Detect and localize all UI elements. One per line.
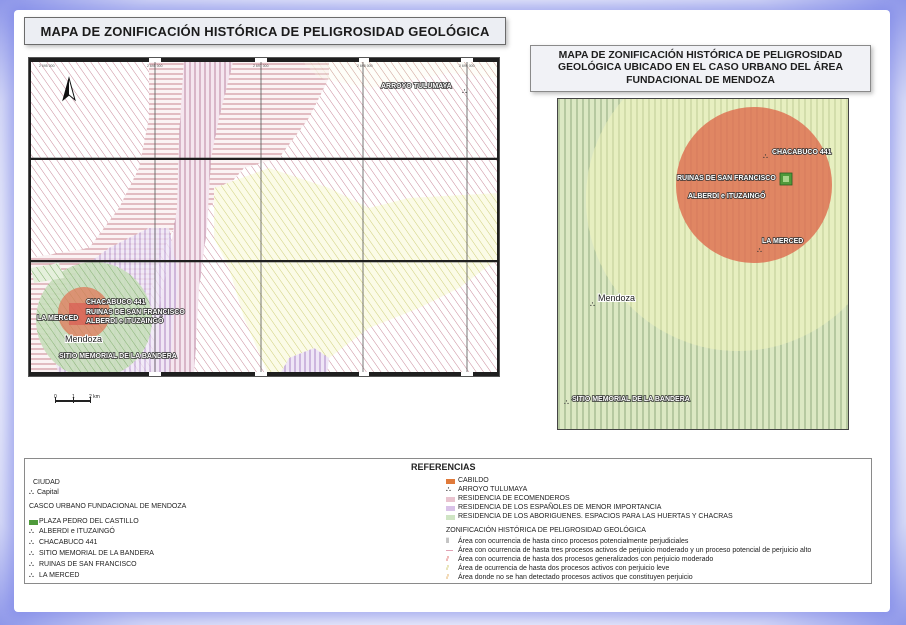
inset-title-line-2: GEOLÓGICA UBICADO EN EL CASO URBANO DEL … — [558, 62, 843, 74]
inset-map[interactable]: ⛬ CHACABUCO 441 RUINAS DE SAN FRANCISCO … — [557, 98, 849, 430]
inset-label-bandera: SITIO MEMORIAL DE LA BANDERA — [572, 396, 690, 403]
north-arrow-icon — [62, 76, 76, 102]
legend-zonif-item: Área donde no se han detectado procesos … — [458, 574, 693, 581]
legend-zonif-item: Área con ocurrencia de hasta cinco proce… — [458, 538, 689, 545]
inset-label-alberdi: ALBERDI e ITUZAINGÓ — [688, 191, 766, 200]
inset-label-ruinas: RUINAS DE SAN FRANCISCO — [677, 175, 776, 182]
legend-zonif-header: ZONIFICACIÓN HISTÓRICA DE PELIGROSIDAD G… — [446, 527, 646, 534]
legend-upper-item: RESIDENCIA DE ECOMENDEROS — [458, 495, 570, 502]
legend-panel: REFERENCIAS CIUDAD ⛬ Capital CASCO URBAN… — [24, 458, 872, 584]
inset-title-line-3: FUNDACIONAL DE MENDOZA — [626, 74, 775, 86]
legend-title: REFERENCIAS — [411, 462, 476, 472]
capital-icon: ⛬ — [29, 489, 34, 496]
zonif-swatch-icon: ⫽ — [446, 574, 450, 581]
svg-text:2 695 000: 2 695 000 — [39, 64, 55, 68]
chacabuco-pin-icon: ⛬ — [763, 153, 768, 160]
main-title: MAPA DE ZONIFICACIÓN HISTÓRICA DE PELIGR… — [40, 23, 490, 39]
espanoles-swatch — [446, 506, 455, 511]
inset-label-mendoza-wrap: Mendoza — [597, 292, 636, 304]
main-label-bandera: SITIO MEMORIAL DE LA BANDERA — [59, 353, 177, 360]
main-label-chacabuco-wrap: CHACABUCO 441 — [85, 298, 146, 307]
main-label-alberdi-wrap: ALBERDI e ITUZAINGÓ — [85, 315, 165, 326]
pin-icon: ⛬ — [29, 561, 34, 568]
legend-ciudad-header: CIUDAD — [33, 479, 60, 486]
mendoza-capital-icon: ⛬ — [590, 301, 595, 308]
legend-zonif-item: Área con ocurrencia de hasta dos proceso… — [458, 556, 714, 563]
main-label-mendoza: Mendoza — [65, 334, 102, 344]
legend-upper-item: RESIDENCIA DE LOS ABORIGUENES. ESPACIOS … — [458, 513, 733, 520]
inset-label-chacabuco: CHACABUCO 441 — [772, 149, 832, 156]
scale-tick — [55, 397, 56, 403]
legend-casco-item: SITIO MEMORIAL DE LA BANDERA — [39, 550, 154, 557]
legend-upper-item: CABILDO — [458, 477, 489, 484]
scale-tick — [90, 397, 91, 403]
scale-bar: 0 1 2 km — [54, 394, 115, 410]
legend-upper-item: ARROYO TULUMAYA — [458, 486, 528, 493]
main-title-box: MAPA DE ZONIFICACIÓN HISTÓRICA DE PELIGR… — [24, 17, 506, 45]
legend-zonif-item: Área de ocurrencia de hasta dos procesos… — [458, 565, 670, 572]
main-label-mendoza-wrap: Mendoza — [64, 333, 103, 345]
legend-upper-item: RESIDENCIA DE LOS ESPAÑOLES DE MENOR IMP… — [458, 504, 662, 511]
scale-label-2: 2 km — [89, 394, 100, 400]
inset-title-line-1: MAPA DE ZONIFICACIÓN HISTÓRICA DE PELIGR… — [558, 49, 843, 61]
zonif-swatch-icon: — — [446, 547, 453, 554]
main-label-bandera-wrap: SITIO MEMORIAL DE LA BANDERA — [58, 352, 177, 361]
pin-icon: ⛬ — [29, 572, 34, 579]
svg-text:2 697 000: 2 697 000 — [253, 64, 269, 68]
zonif-swatch-icon: ⫽ — [446, 565, 450, 572]
cabildo-swatch — [446, 479, 455, 484]
zonif-swatch-icon: ⫽ — [446, 556, 450, 563]
main-label-merced-wrap: LA MERCED — [36, 314, 79, 323]
legend-capital: Capital — [37, 489, 59, 496]
legend-zonif-item: Área con ocurrencia de hasta tres proces… — [458, 547, 812, 554]
legend-casco-item: LA MERCED — [39, 572, 80, 579]
pin-icon: ⛬ — [29, 539, 34, 546]
main-label-merced: LA MERCED — [37, 315, 78, 322]
inset-label-merced-wrap: LA MERCED — [761, 237, 804, 246]
scale-label-1: 1 — [72, 394, 75, 400]
inset-title-box: MAPA DE ZONIFICACIÓN HISTÓRICA DE PELIGR… — [530, 45, 871, 92]
svg-text:2 695 000: 2 695 000 — [147, 64, 163, 68]
merced-pin-icon: ⛬ — [757, 247, 762, 254]
main-map-canvas: 2 695 000 2 695 000 2 697 000 2 698 000 … — [29, 58, 499, 376]
main-label-chacabuco: CHACABUCO 441 — [86, 299, 146, 306]
legend-casco-item: PLAZA PEDRO DEL CASTILLO — [39, 518, 139, 525]
aborigenes-swatch — [446, 515, 455, 520]
zonif-swatch-icon: ⦀ — [446, 538, 450, 545]
arroyo-icon: ⛬ — [446, 486, 451, 493]
legend-casco-item: CHACABUCO 441 — [39, 539, 98, 546]
main-label-ruinas-wrap: RUINAS DE SAN FRANCISCO — [85, 308, 186, 317]
main-label-arroyo-wrap: ARROYO TULUMAYA — [380, 82, 452, 91]
main-map[interactable]: 2 695 000 2 695 000 2 697 000 2 698 000 … — [28, 57, 500, 377]
pin-icon: ⛬ — [29, 528, 34, 535]
main-label-arroyo: ARROYO TULUMAYA — [381, 83, 452, 90]
bandera-pin-icon: ⛬ — [564, 399, 569, 406]
inset-label-merced: LA MERCED — [762, 238, 803, 245]
ecomenderos-swatch — [446, 497, 455, 502]
main-label-alberdi: ALBERDI e ITUZAINGÓ — [86, 316, 164, 325]
inset-map-canvas — [558, 99, 848, 429]
svg-text:2 698 000: 2 698 000 — [357, 64, 373, 68]
inset-label-mendoza: Mendoza — [598, 293, 635, 303]
legend-casco-item: RUINAS DE SAN FRANCISCO — [39, 561, 137, 568]
inset-label-ruinas-wrap: RUINAS DE SAN FRANCISCO — [676, 174, 777, 183]
svg-text:2 699 000: 2 699 000 — [459, 64, 475, 68]
inset-label-alberdi-wrap: ALBERDI e ITUZAINGÓ — [687, 190, 767, 201]
arroyo-pin-icon: ⛬ — [462, 88, 467, 95]
plaza-swatch-icon — [29, 520, 38, 525]
legend-casco-header: CASCO URBANO FUNDACIONAL DE MENDOZA — [29, 503, 187, 510]
inset-label-chacabuco-wrap: CHACABUCO 441 — [771, 148, 832, 157]
main-label-ruinas: RUINAS DE SAN FRANCISCO — [86, 309, 185, 316]
pin-icon: ⛬ — [29, 550, 34, 557]
inset-label-bandera-wrap: SITIO MEMORIAL DE LA BANDERA — [571, 395, 690, 404]
scale-tick — [73, 397, 74, 403]
plaza-icon — [779, 172, 793, 186]
scale-label-0: 0 — [54, 394, 57, 400]
legend-casco-item: ALBERDI e ITUZAINGÓ — [39, 528, 115, 535]
